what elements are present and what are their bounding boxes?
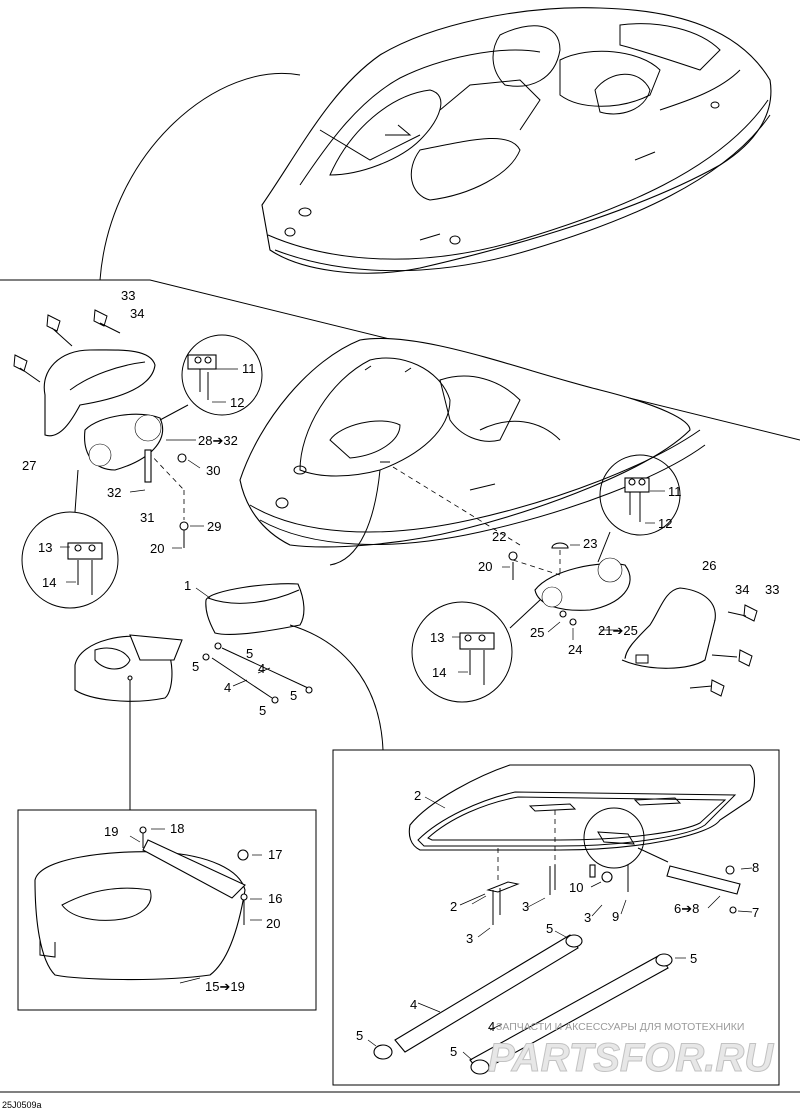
callout-5-a: 5 [192,659,199,674]
callout-5-b: 5 [246,646,253,661]
callout-4-a: 4 [258,661,265,676]
cushion-underside-detail [367,764,756,1075]
latch-circle-right-bottom [411,601,513,703]
callout-5-f: 5 [690,951,697,966]
callout-4-b: 4 [224,680,231,695]
callout-23: 23 [583,536,597,551]
callout-17: 17 [268,847,282,862]
callout-16: 16 [268,891,282,906]
callout-11-right: 11 [668,484,682,499]
callout-8: 8 [752,860,759,875]
callout-5-h: 5 [450,1044,457,1059]
detail-box-cushion-underside [332,749,780,1086]
brackets-33-34-left [13,309,121,383]
callout-5-d: 5 [259,703,266,718]
callout-20-left: 20 [150,541,164,556]
leader-latch-left [74,469,79,513]
leader-c1 [195,587,211,599]
leader-latch-right-top [597,531,611,563]
callout-12-left: 12 [230,395,244,410]
callout-5-g: 5 [356,1028,363,1043]
leader-line-overview [99,72,301,281]
latch-circle-top [181,334,263,416]
callout-3-a: 3 [522,899,529,914]
callout-33-left: 33 [121,288,135,303]
leader-bow-left [329,469,381,566]
callout-13-right: 13 [430,630,444,645]
seat-cushion-21 [534,557,631,611]
backrest-27 [43,349,156,437]
watermark-tagline: ЗАПЧАСТИ И АКСЕССУАРЫ ДЛЯ МОТОТЕХНИКИ [496,1021,744,1033]
callout-5-e: 5 [546,921,553,936]
hardware-22-25 [502,542,618,640]
latch-circle-right-top [599,454,681,536]
callout-3-b: 3 [584,910,591,925]
callout-10: 10 [569,880,583,895]
callout-labels: 33 34 11 12 27 28➔32 30 32 31 29 20 13 1… [22,288,779,1034]
filler-cushion-detail [34,826,262,984]
callout-34-right: 34 [735,582,749,597]
callout-21-25: 21➔25 [598,623,638,638]
hardware-29-31 [129,439,204,549]
callout-13-left: 13 [38,540,52,555]
filler-cushion-15 [74,634,183,702]
backrest-26 [621,587,716,669]
callout-22: 22 [492,529,506,544]
leader-latch-right-bottom [509,599,541,629]
callout-1-detail: 2 [414,788,421,803]
boat-overview-illustration [261,7,772,274]
seat-cushion-1 [205,583,305,635]
callout-20-bottom: 20 [266,916,280,931]
callout-6-8: 6➔8 [674,901,699,916]
callout-26: 26 [702,558,716,573]
callout-4-d: 4 [488,1019,495,1034]
callout-2: 2 [450,899,457,914]
leader-latch-top [159,404,189,421]
watermark-logo: PARTSFOR.RU [488,1036,774,1080]
diagram-code: 25J0509a [2,1100,42,1110]
callout-19: 19 [104,824,118,839]
install-line-bow [392,466,521,546]
callout-28-32: 28➔32 [198,433,238,448]
latch-circle-left [21,511,119,609]
callout-4-c: 4 [410,997,417,1012]
callout-14-right: 14 [432,665,446,680]
poles-4-5 [202,642,313,704]
callout-24: 24 [568,642,582,657]
callout-34-left: 34 [130,306,144,321]
callout-15-19: 15➔19 [205,979,245,994]
bow-section-illustration [239,337,706,548]
callout-1-center: 1 [184,578,191,593]
callout-30: 30 [206,463,220,478]
callout-18: 18 [170,821,184,836]
callout-25: 25 [530,625,544,640]
detail-box-filler [17,809,317,1011]
callout-7: 7 [752,905,759,920]
leader-center-to-detail [289,624,384,751]
brackets-33-34-right [689,604,758,697]
callout-32: 32 [107,485,121,500]
callout-12-right: 12 [658,516,672,531]
callout-3-c: 3 [466,931,473,946]
callout-9: 9 [612,909,619,924]
callout-14-left: 14 [42,575,56,590]
callout-31: 31 [140,510,154,525]
callout-33-right: 33 [765,582,779,597]
callout-20-right: 20 [478,559,492,574]
callout-29: 29 [207,519,221,534]
seat-cushion-28 [84,413,164,471]
callout-5-c: 5 [290,688,297,703]
callout-11-left: 11 [242,361,256,376]
callout-27: 27 [22,458,36,473]
